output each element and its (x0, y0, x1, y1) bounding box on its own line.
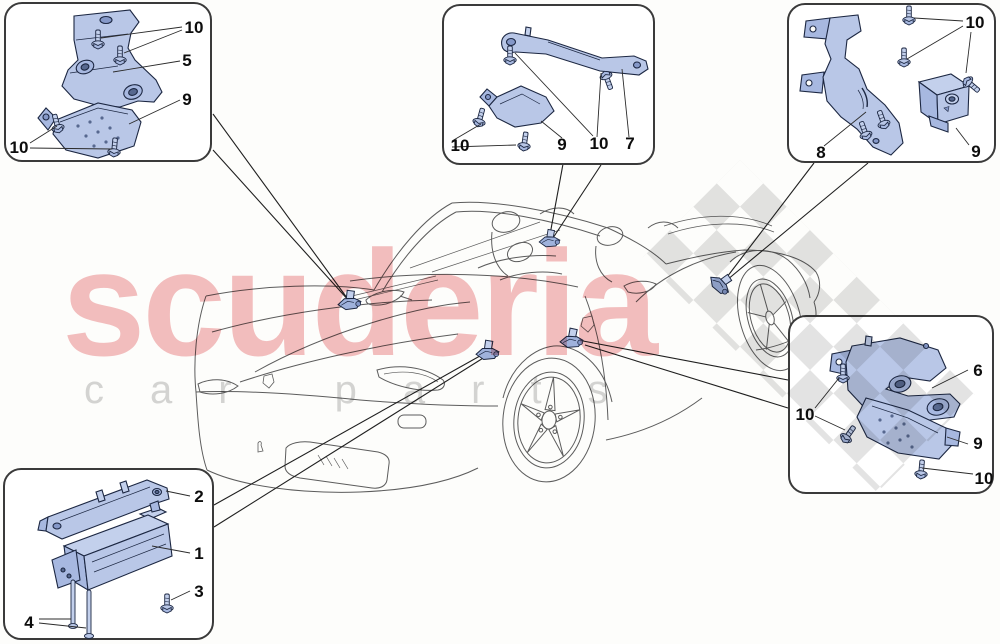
part-number-label: 8 (816, 143, 826, 162)
part-number-label: 2 (194, 487, 204, 506)
bolt-10-n (913, 459, 929, 480)
part-bracket-8 (799, 14, 904, 156)
part-number-label: 4 (24, 613, 34, 632)
bolt-10-g (471, 106, 490, 129)
part-number-label: 10 (589, 134, 609, 153)
part-number-label: 6 (973, 361, 983, 380)
part-number-label: 10 (965, 13, 985, 32)
part-bracket-5 (61, 9, 163, 108)
stud-4-a (67, 579, 79, 629)
stud-4-b (83, 589, 95, 639)
part-receiver-1 (51, 500, 173, 592)
bolt-10-i (902, 5, 916, 26)
callout-box-top-middle (442, 4, 655, 165)
part-number-label: 9 (973, 434, 983, 453)
part-number-label: 9 (182, 90, 192, 109)
part-plate-9-top-left (37, 102, 142, 159)
part-number-label: 10 (9, 138, 29, 157)
part-plate-2 (37, 479, 170, 540)
bolt-10-j (897, 47, 911, 68)
bolt-3 (160, 593, 174, 614)
part-number-label: 10 (450, 136, 470, 155)
part-ecu-9-top-right (917, 73, 971, 133)
part-number-label: 10 (184, 18, 204, 37)
part-number-label: 5 (182, 51, 192, 70)
part-bracket-7 (501, 26, 649, 76)
part-number-label: 9 (557, 135, 567, 154)
part-number-label: 10 (974, 469, 994, 488)
bolt-10-m (837, 422, 860, 447)
part-number-label: 3 (194, 582, 204, 601)
part-number-label: 1 (194, 544, 204, 563)
part-number-label: 7 (625, 134, 635, 153)
bolt-10-h (516, 130, 533, 153)
part-number-label: 10 (795, 405, 815, 424)
part-bracket-9-top-middle (479, 85, 555, 128)
part-number-label: 9 (971, 142, 981, 161)
